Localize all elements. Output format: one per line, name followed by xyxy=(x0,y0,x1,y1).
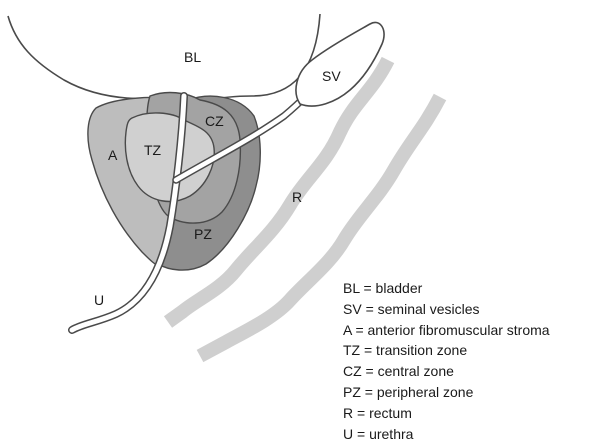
legend-item-central-zone: CZ = central zone xyxy=(343,361,550,382)
legend-item-urethra: U = urethra xyxy=(343,424,550,445)
label-bladder: BL xyxy=(184,49,201,65)
legend-item-peripheral-zone: PZ = peripheral zone xyxy=(343,382,550,403)
label-peripheral-zone: PZ xyxy=(194,226,212,242)
label-central-zone: CZ xyxy=(205,113,224,129)
legend: BL = bladder SV = seminal vesicles A = a… xyxy=(343,278,550,444)
label-rectum: R xyxy=(292,189,302,205)
legend-item-bladder: BL = bladder xyxy=(343,278,550,299)
legend-item-anterior-stroma: A = anterior fibromuscular stroma xyxy=(343,320,550,341)
label-transition-zone: TZ xyxy=(144,142,162,158)
label-urethra: U xyxy=(94,292,104,308)
legend-item-rectum: R = rectum xyxy=(343,403,550,424)
legend-item-seminal-vesicles: SV = seminal vesicles xyxy=(343,299,550,320)
label-anterior-stroma: A xyxy=(108,147,118,163)
legend-item-transition-zone: TZ = transition zone xyxy=(343,340,550,361)
label-seminal-vesicles: SV xyxy=(322,68,341,84)
